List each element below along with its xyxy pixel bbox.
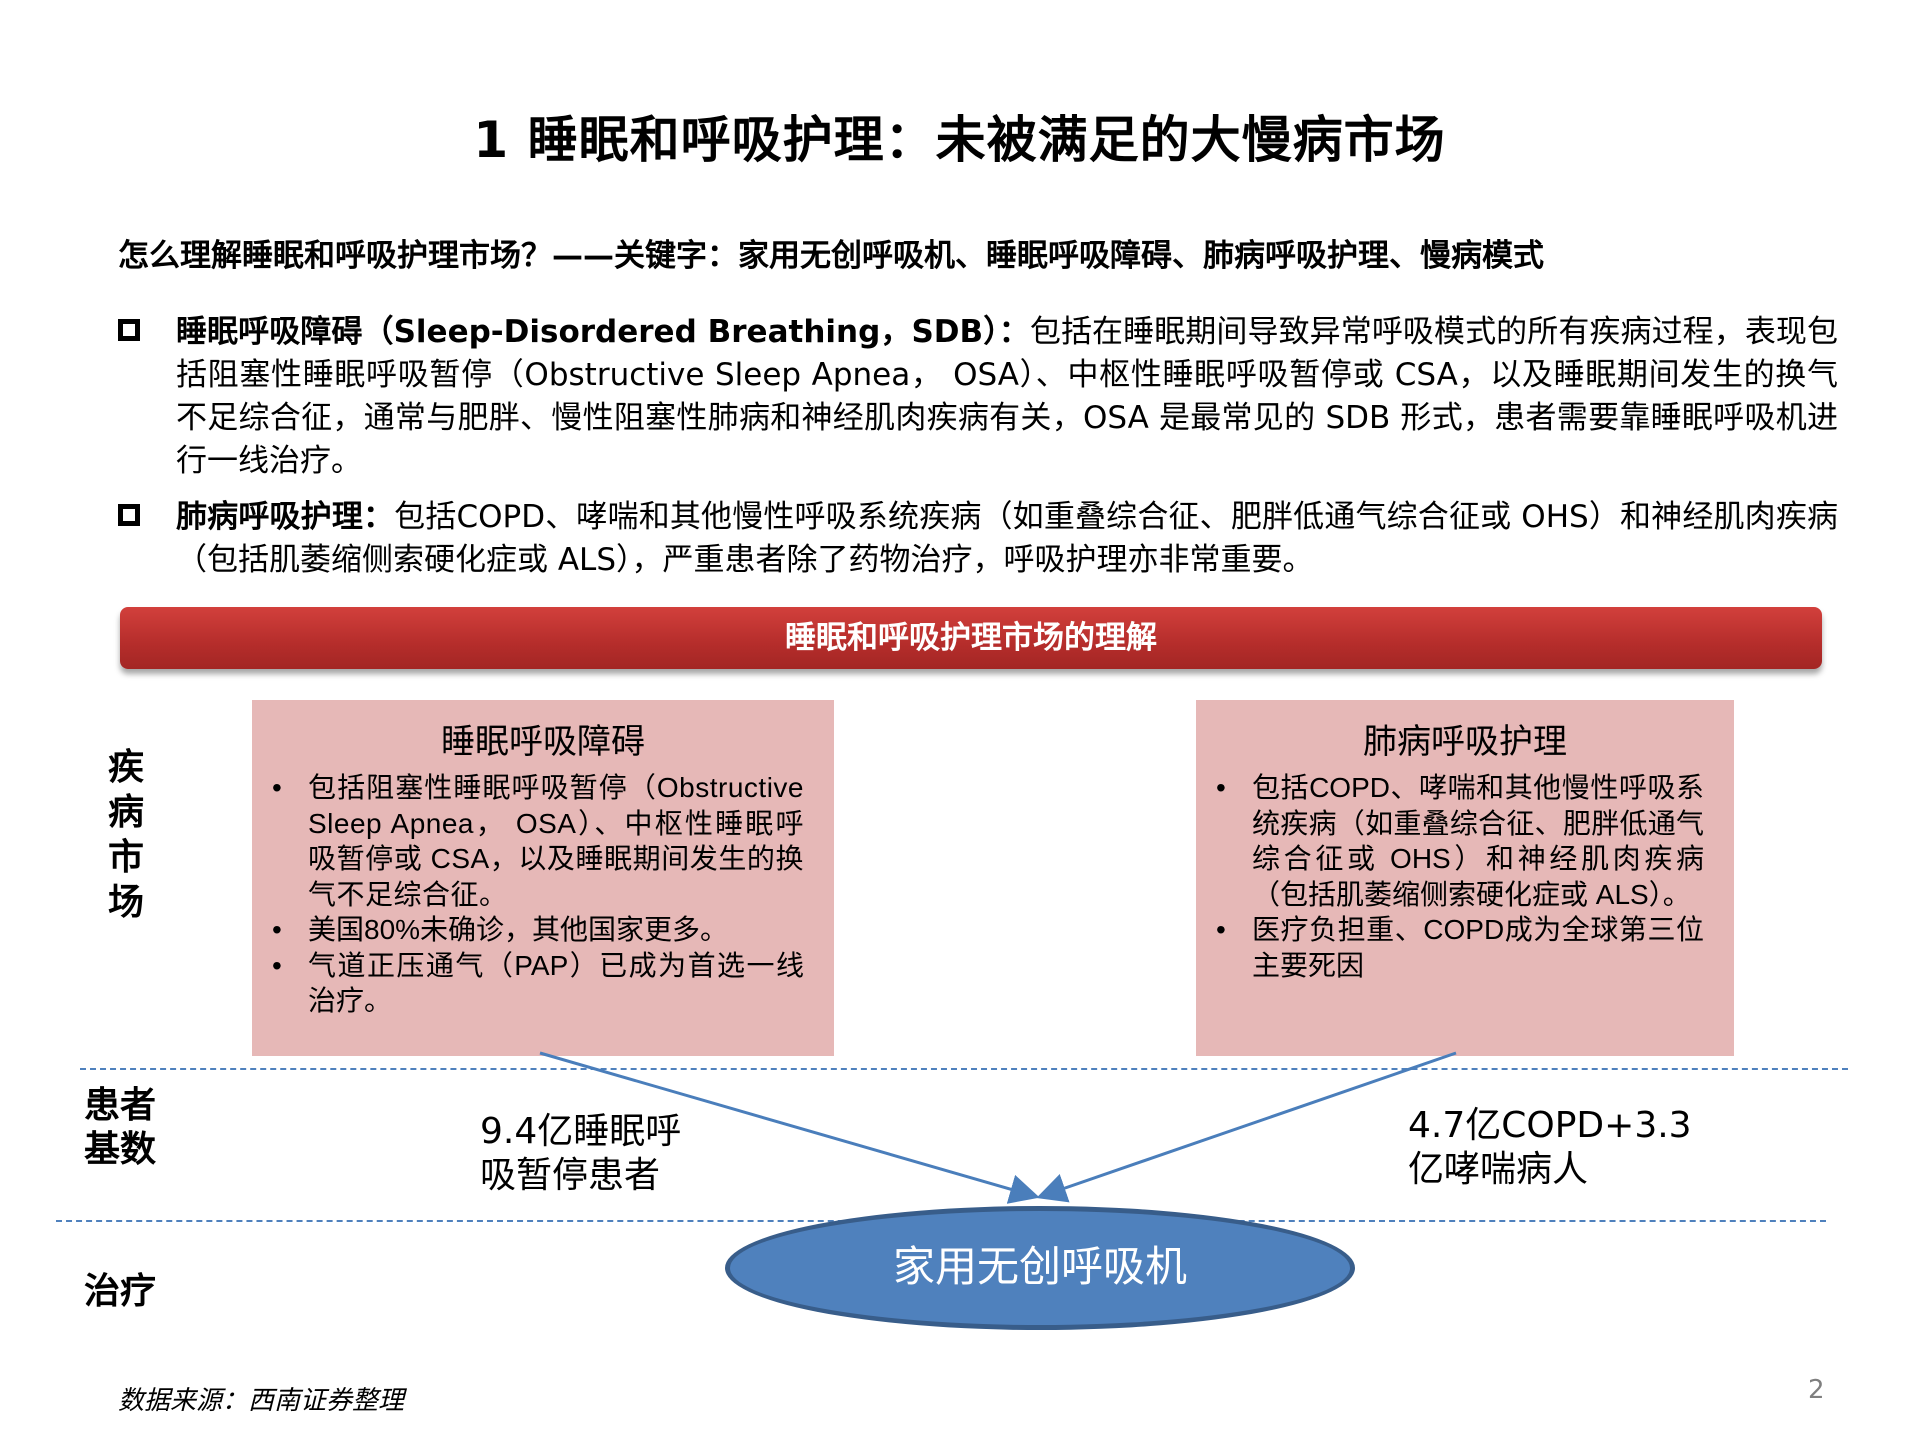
box-list-item: 美国80%未确诊，其他国家更多。 [272,912,804,948]
arrow-right-icon [1036,1051,1457,1203]
square-bullet-icon [118,319,140,341]
box-lung-respiratory-care: 肺病呼吸护理 包括COPD、哮喘和其他慢性呼吸系统疾病（如重叠综合征、肥胖低通气… [1196,700,1734,1056]
bullet-text: 包括在睡眠期间导致异常呼吸模式的所有疾病过程，表现包括阻塞性睡眠呼吸暂停（Obs… [176,314,1838,479]
page-subtitle: 怎么理解睡眠和呼吸护理市场？——关键字：家用无创呼吸机、睡眠呼吸障碍、肺病呼吸护… [118,238,1544,274]
box-list-item: 包括COPD、哮喘和其他慢性呼吸系统疾病（如重叠综合征、肥胖低通气综合征或 OH… [1216,770,1704,912]
patient-count-sleep-apnea: 9.4亿睡眠呼 吸暂停患者 [480,1111,682,1196]
patient-count-copd-asthma: 4.7亿COPD+3.3 亿哮喘病人 [1408,1105,1692,1190]
section-banner: 睡眠和呼吸护理市场的理解 [120,607,1822,669]
treatment-ellipse: 家用无创呼吸机 [725,1206,1355,1330]
box-list: 包括阻塞性睡眠呼吸暂停（Obstructive Sleep Apnea， OSA… [252,770,834,1019]
page-title: 1 睡眠和呼吸护理：未被满足的大慢病市场 [473,111,1446,169]
box-list-item: 气道正压通气（PAP）已成为首选一线治疗。 [272,948,804,1019]
bullet-lung: 肺病呼吸护理：包括COPD、哮喘和其他慢性呼吸系统疾病（如重叠综合征、肥胖低通气… [118,496,1838,582]
page-number: 2 [1808,1375,1825,1405]
box-title: 睡眠呼吸障碍 [441,722,645,762]
row-label-patient-base: 患者 基数 [84,1085,157,1170]
box-list: 包括COPD、哮喘和其他慢性呼吸系统疾病（如重叠综合征、肥胖低通气综合征或 OH… [1196,770,1734,983]
box-list-item: 包括阻塞性睡眠呼吸暂停（Obstructive Sleep Apnea， OSA… [272,770,804,912]
divider-dashed [80,1068,1848,1070]
bullet-lead: 肺病呼吸护理： [176,499,395,535]
square-bullet-icon [118,504,140,526]
bullet-text: 包括COPD、哮喘和其他慢性呼吸系统疾病（如重叠综合征、肥胖低通气综合征或 OH… [176,499,1838,578]
bullet-sdb: 睡眠呼吸障碍（Sleep-Disordered Breathing，SDB）：包… [118,311,1838,483]
row-label-treatment: 治疗 [84,1271,157,1312]
box-list-item: 医疗负担重、COPD成为全球第三位主要死因 [1216,912,1704,983]
data-source: 数据来源：西南证券整理 [118,1386,405,1416]
box-sleep-breathing-disorder: 睡眠呼吸障碍 包括阻塞性睡眠呼吸暂停（Obstructive Sleep Apn… [252,700,834,1056]
bullet-lead: 睡眠呼吸障碍（Sleep-Disordered Breathing，SDB）： [176,314,1030,350]
row-label-disease-market: 疾 病 市 场 [108,747,145,923]
box-title: 肺病呼吸护理 [1363,722,1567,762]
